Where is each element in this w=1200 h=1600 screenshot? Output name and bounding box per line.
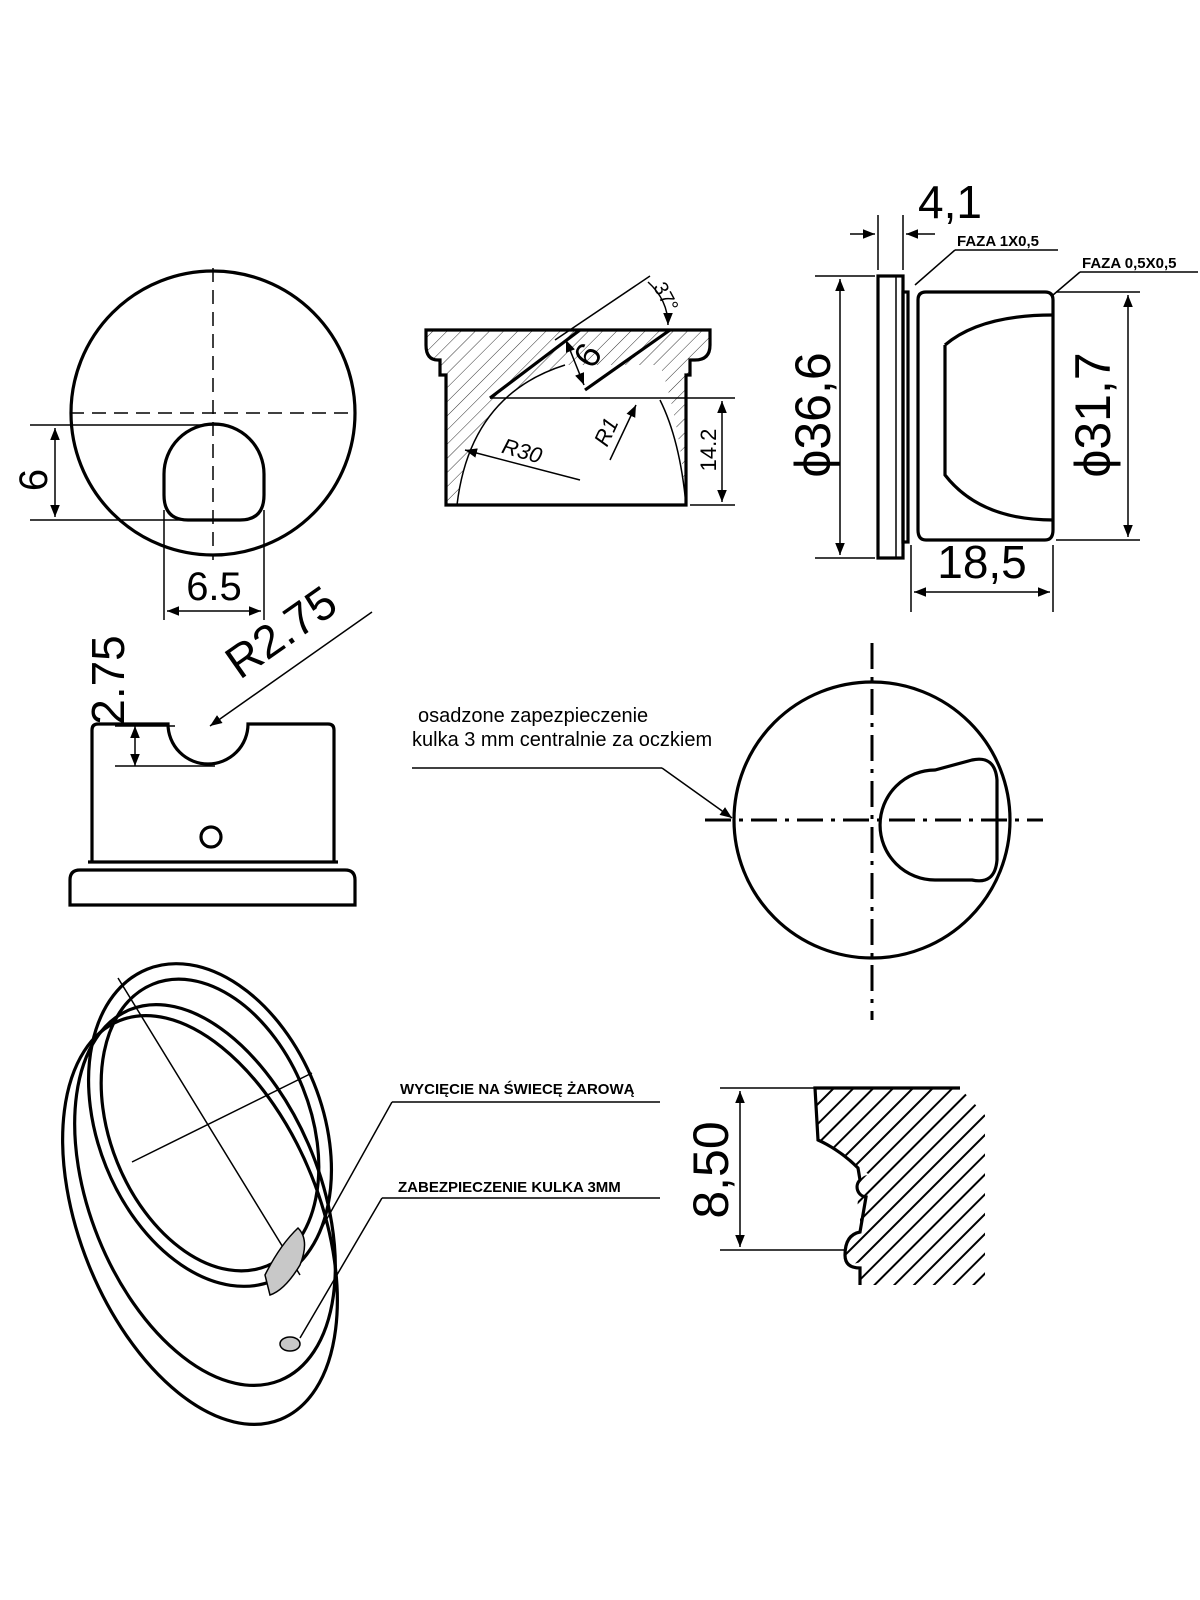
neck	[901, 290, 910, 544]
iso-inner-ellipse	[99, 977, 321, 1273]
eye-slot	[878, 757, 999, 883]
dim-detail-depth: 8,50	[683, 1121, 739, 1218]
lock-ball-mark	[279, 1336, 301, 1352]
view-front-left: 2.75 R2.75	[68, 575, 373, 907]
detail-hatch	[815, 1088, 985, 1285]
leader-line	[661, 767, 733, 819]
dim-body-diameter: ϕ31,7	[1065, 352, 1121, 477]
view-side-right: 4,1 FAZA 1X0,5 FAZA 0,5X0,5 ϕ36,6 ϕ31,7 …	[785, 176, 1198, 612]
slot-outline	[162, 422, 266, 522]
detail-profile	[813, 1086, 960, 1285]
slot-edge-right	[584, 328, 671, 392]
ball-hole	[199, 825, 223, 849]
ball-note-line2: kulka 3 mm centralnie za oczkiem	[412, 729, 712, 751]
iso-axis-2	[131, 1072, 313, 1163]
dim-depth: 14.2	[696, 429, 721, 472]
body	[916, 290, 1055, 542]
chamfer-note-2: FAZA 0,5X0,5	[1082, 255, 1176, 272]
leader-line	[313, 1101, 393, 1243]
bore-arc-right	[659, 399, 687, 506]
view-isometric: WYCIĘCIE NA ŚWIECĘ ŻAROWĄ ZABEZPIECZENIE…	[61, 962, 660, 1426]
dim-flange-thickness: 4,1	[918, 176, 982, 228]
dim-flange-diameter: ϕ36,6	[785, 352, 841, 477]
leader-line	[1052, 271, 1081, 296]
outer-circle	[732, 680, 1012, 960]
leader-line	[299, 1197, 383, 1339]
front-flange	[68, 868, 357, 907]
angle-arc	[647, 281, 673, 326]
view-detail: 8,50	[683, 1086, 985, 1285]
leader-line	[464, 448, 581, 481]
iso-base-ring	[73, 1003, 337, 1387]
cutout-note: WYCIĘCIE NA ŚWIECĘ ŻAROWĄ	[400, 1080, 635, 1098]
iso-base-ellipse	[61, 1014, 339, 1426]
view-section-middle: 6 37° R30 R1 14.2	[424, 275, 735, 507]
inner-pocket	[943, 313, 1054, 522]
view-top-circle: 6 6.5	[12, 268, 357, 620]
dim-width-label: 6.5	[186, 565, 242, 609]
dim-notch-depth: 2.75	[82, 635, 134, 725]
leader-line	[609, 404, 637, 461]
ball-note-line1: osadzone zapezpieczenie	[418, 705, 648, 727]
leader-line	[914, 249, 956, 286]
front-body	[90, 722, 336, 862]
flange	[876, 274, 905, 560]
lock-ball-note: ZABEZPIECZENIE KULKA 3MM	[398, 1179, 621, 1196]
dim-angle: 37°	[648, 279, 682, 316]
leader-line	[209, 611, 373, 727]
iso-axis-1	[117, 977, 301, 1276]
glow-plug-cutout	[264, 1226, 306, 1296]
bore-arc-left	[456, 364, 566, 506]
dim-height-label: 6	[12, 469, 56, 491]
extension-line	[554, 275, 651, 341]
bore-cutout	[457, 365, 686, 505]
dimension-line	[565, 339, 585, 386]
chamfer-note-1: FAZA 1X0,5	[957, 233, 1039, 250]
slot-edge-left	[489, 328, 581, 400]
dim-body-length: 18,5	[937, 536, 1027, 588]
view-bottom-circle: osadzone zapezpieczenie kulka 3 mm centr…	[412, 643, 1043, 1020]
